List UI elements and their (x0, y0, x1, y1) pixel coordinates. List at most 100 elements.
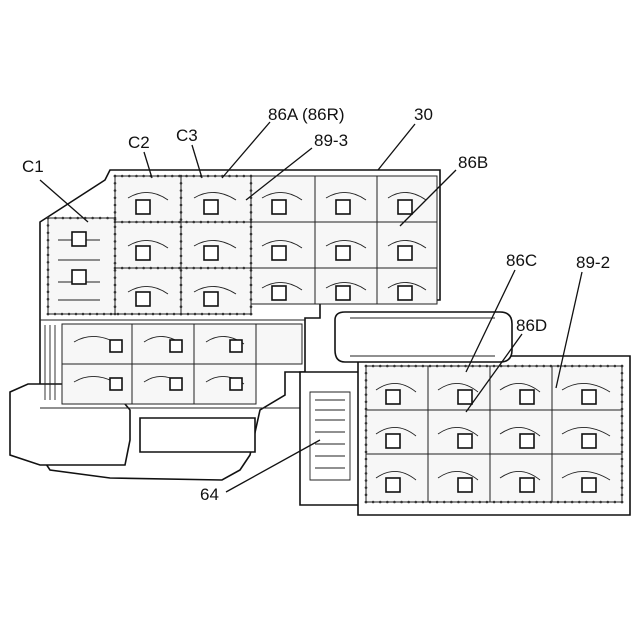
rivet-dot (507, 501, 510, 504)
rivet-dot (228, 267, 231, 270)
rivet-dot (114, 262, 117, 265)
rivet-dot (407, 365, 410, 368)
rivet-dot (606, 501, 609, 504)
rivet-dot (192, 175, 195, 178)
rivet-dot (114, 182, 117, 185)
rivet-dot (185, 267, 188, 270)
rivet-dot (250, 175, 253, 178)
rivet-dot (192, 267, 195, 270)
rivet-dot (443, 501, 446, 504)
rivet-dot (121, 175, 124, 178)
rivet-dot (114, 291, 117, 294)
rivet-dot (521, 501, 524, 504)
rivet-dot (521, 365, 524, 368)
rivet-dot (621, 400, 624, 403)
rivet-dot (221, 221, 224, 224)
rivet-dot (557, 501, 560, 504)
rivet-dot (178, 221, 181, 224)
rivet-dot (250, 218, 253, 221)
label-89-3: 89-3 (314, 131, 348, 150)
lower-right-battery-module (366, 366, 622, 502)
label-86a-86r: 86A (86R) (268, 105, 345, 124)
rivet-dot (486, 501, 489, 504)
rivet-dot (464, 365, 467, 368)
rivet-dot (386, 501, 389, 504)
rivet-dot (214, 267, 217, 270)
rivet-dot (180, 218, 183, 221)
rivet-dot (365, 458, 368, 461)
rivet-dot (121, 267, 124, 270)
rivet-dot (407, 501, 410, 504)
rivet-dot (614, 365, 617, 368)
rivet-dot (207, 175, 210, 178)
rivet-dot (114, 276, 117, 279)
rivet-dot (386, 365, 389, 368)
rivet-dot (422, 365, 425, 368)
rivet-dot (365, 429, 368, 432)
rivet-dot (114, 233, 117, 236)
rivet-dot (114, 269, 117, 272)
rivet-dot (47, 231, 50, 234)
rivet-dot (393, 501, 396, 504)
rivet-dot (542, 365, 545, 368)
rivet-dot (535, 365, 538, 368)
rivet-dot (236, 313, 239, 316)
rivet-dot (571, 501, 574, 504)
rivet-dot (365, 386, 368, 389)
rivet-dot (621, 372, 624, 375)
rivet-dot (621, 365, 624, 368)
rivet-dot (365, 486, 368, 489)
rivet-dot (571, 365, 574, 368)
rivet-dot (114, 211, 117, 214)
rivet-dot (621, 386, 624, 389)
rivet-dot (365, 494, 368, 497)
rivet-dot (180, 189, 183, 192)
rivet-dot (514, 365, 517, 368)
rivet-dot (493, 365, 496, 368)
rivet-dot (47, 254, 50, 257)
rivet-dot (194, 313, 197, 316)
rivet-dot (493, 501, 496, 504)
rivet-dot (578, 501, 581, 504)
rivet-dot (47, 261, 50, 264)
rivet-dot (47, 313, 50, 316)
rivet-dot (128, 267, 131, 270)
rivet-dot (400, 365, 403, 368)
rivet-dot (250, 240, 253, 243)
rivet-dot (180, 291, 183, 294)
rivet-dot (68, 313, 71, 316)
rivet-dot (69, 217, 72, 220)
rivet-dot (114, 284, 117, 287)
rivet-dot (365, 465, 368, 468)
rivet-dot (180, 298, 183, 301)
rivet-dot (54, 313, 57, 316)
rivet-dot (585, 501, 588, 504)
rivet-dot (429, 365, 432, 368)
rivet-dot (621, 408, 624, 411)
rivet-dot (365, 451, 368, 454)
rivet-dot (250, 247, 253, 250)
rivet-dot (228, 175, 231, 178)
label-30: 30 (414, 105, 433, 124)
label-c2: C2 (128, 133, 150, 152)
rivet-dot (486, 365, 489, 368)
rivet-dot (138, 313, 141, 316)
rivet-dot (621, 422, 624, 425)
rivet-dot (243, 221, 246, 224)
rivet-dot (201, 313, 204, 316)
rivet-dot (599, 365, 602, 368)
label-c1: C1 (22, 157, 44, 176)
rivet-dot (173, 313, 176, 316)
rivet-dot (365, 408, 368, 411)
rivet-dot (621, 451, 624, 454)
rivet-dot (564, 365, 567, 368)
rivet-dot (592, 501, 595, 504)
rivet-dot (145, 313, 148, 316)
rivet-dot (114, 204, 117, 207)
rivet-dot (114, 221, 117, 224)
rivet-dot (208, 313, 211, 316)
rivet-dot (250, 284, 253, 287)
rivet-dot (114, 189, 117, 192)
rivet-dot (250, 233, 253, 236)
upper-right-battery-module (251, 176, 437, 304)
